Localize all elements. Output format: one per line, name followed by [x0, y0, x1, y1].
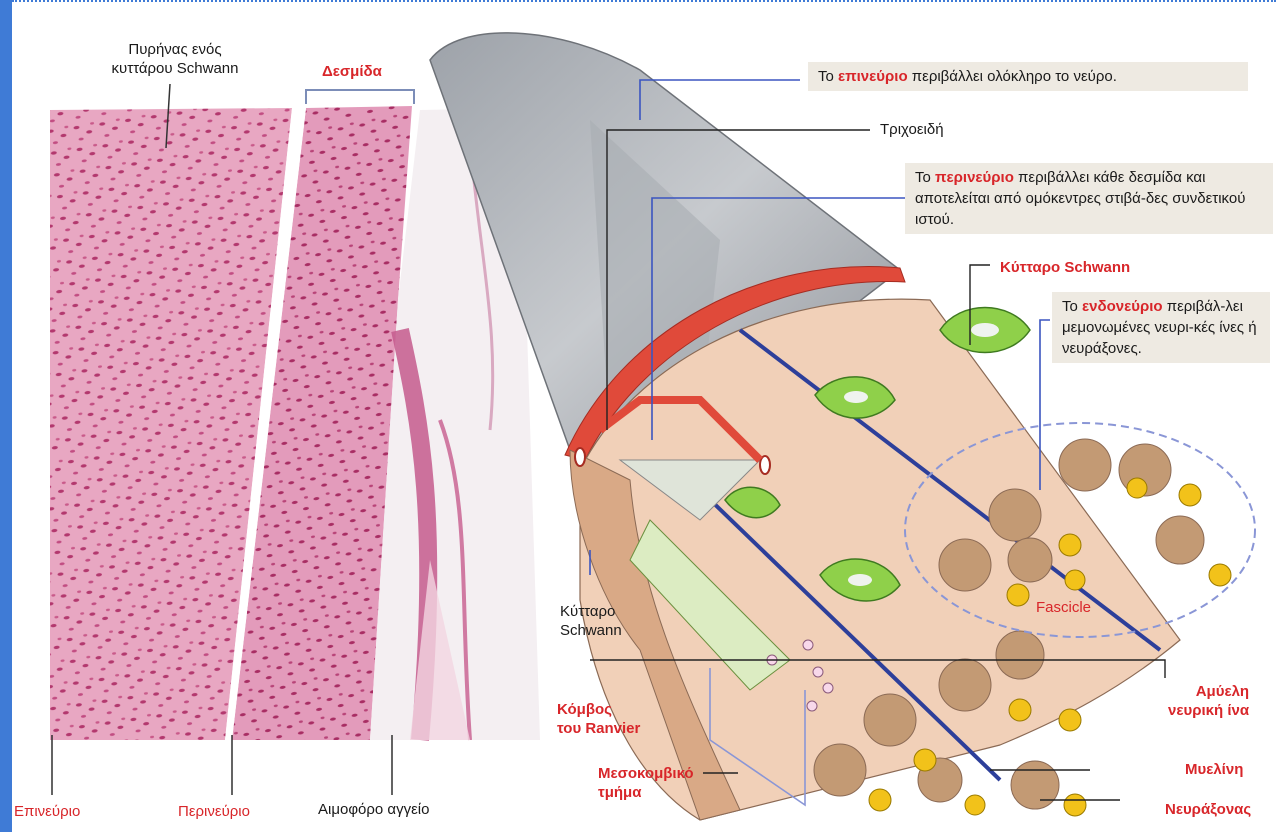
perineurium-label: Περινεύριο: [178, 802, 250, 821]
endoneurium-callout-pre: Το: [1062, 298, 1082, 315]
fascicle-bracket: [306, 90, 414, 104]
schwann-cell-red-label: Κύτταρο Schwann: [1000, 258, 1130, 277]
schwann-cell-label: Κύτταρο Schwann: [560, 602, 622, 640]
epineurium-callout-pre: Το: [818, 68, 838, 85]
perineurium-callout-pre: Το: [915, 169, 935, 186]
blood-vessel-label: Αιμοφόρο αγγείο: [318, 800, 429, 819]
endoneurium-callout: Το ενδονεύριο περιβάλ-λει μεμονωμένες νε…: [1052, 292, 1270, 363]
epineurium-label: Επινεύριο: [14, 802, 80, 821]
fascicle-label-gr: Δεσμίδα: [322, 62, 382, 81]
endoneurium-keyword: ενδονεύριο: [1082, 298, 1163, 315]
epineurium-callout: Το επινεύριο περιβάλλει ολόκληρο το νεύρ…: [808, 62, 1248, 91]
epineurium-callout-post: περιβάλλει ολόκληρο το νεύρο.: [908, 68, 1117, 85]
capillaries-label: Τριχοειδή: [880, 120, 944, 139]
histology-section: [50, 106, 540, 740]
ranvier-node-label: Κόμβος του Ranvier: [557, 700, 640, 738]
unmyelinated-fiber-label: Αμύελη νευρική ίνα: [1168, 682, 1249, 720]
perineurium-keyword: περινεύριο: [935, 169, 1014, 186]
perineurium-callout: Το περινεύριο περιβάλλει κάθε δεσμίδα κα…: [905, 163, 1273, 234]
schwann-nucleus-label: Πυρήνας ενός κυττάρου Schwann: [90, 40, 260, 78]
epineurium-keyword: επινεύριο: [838, 68, 908, 85]
myelin-label: Μυελίνη: [1185, 760, 1243, 779]
fascicle-label-en: Fascicle: [1036, 598, 1091, 617]
internodal-segment-label: Μεσοκομβικό τμήμα: [598, 764, 694, 802]
axon-label: Νευράξονας: [1165, 800, 1251, 819]
